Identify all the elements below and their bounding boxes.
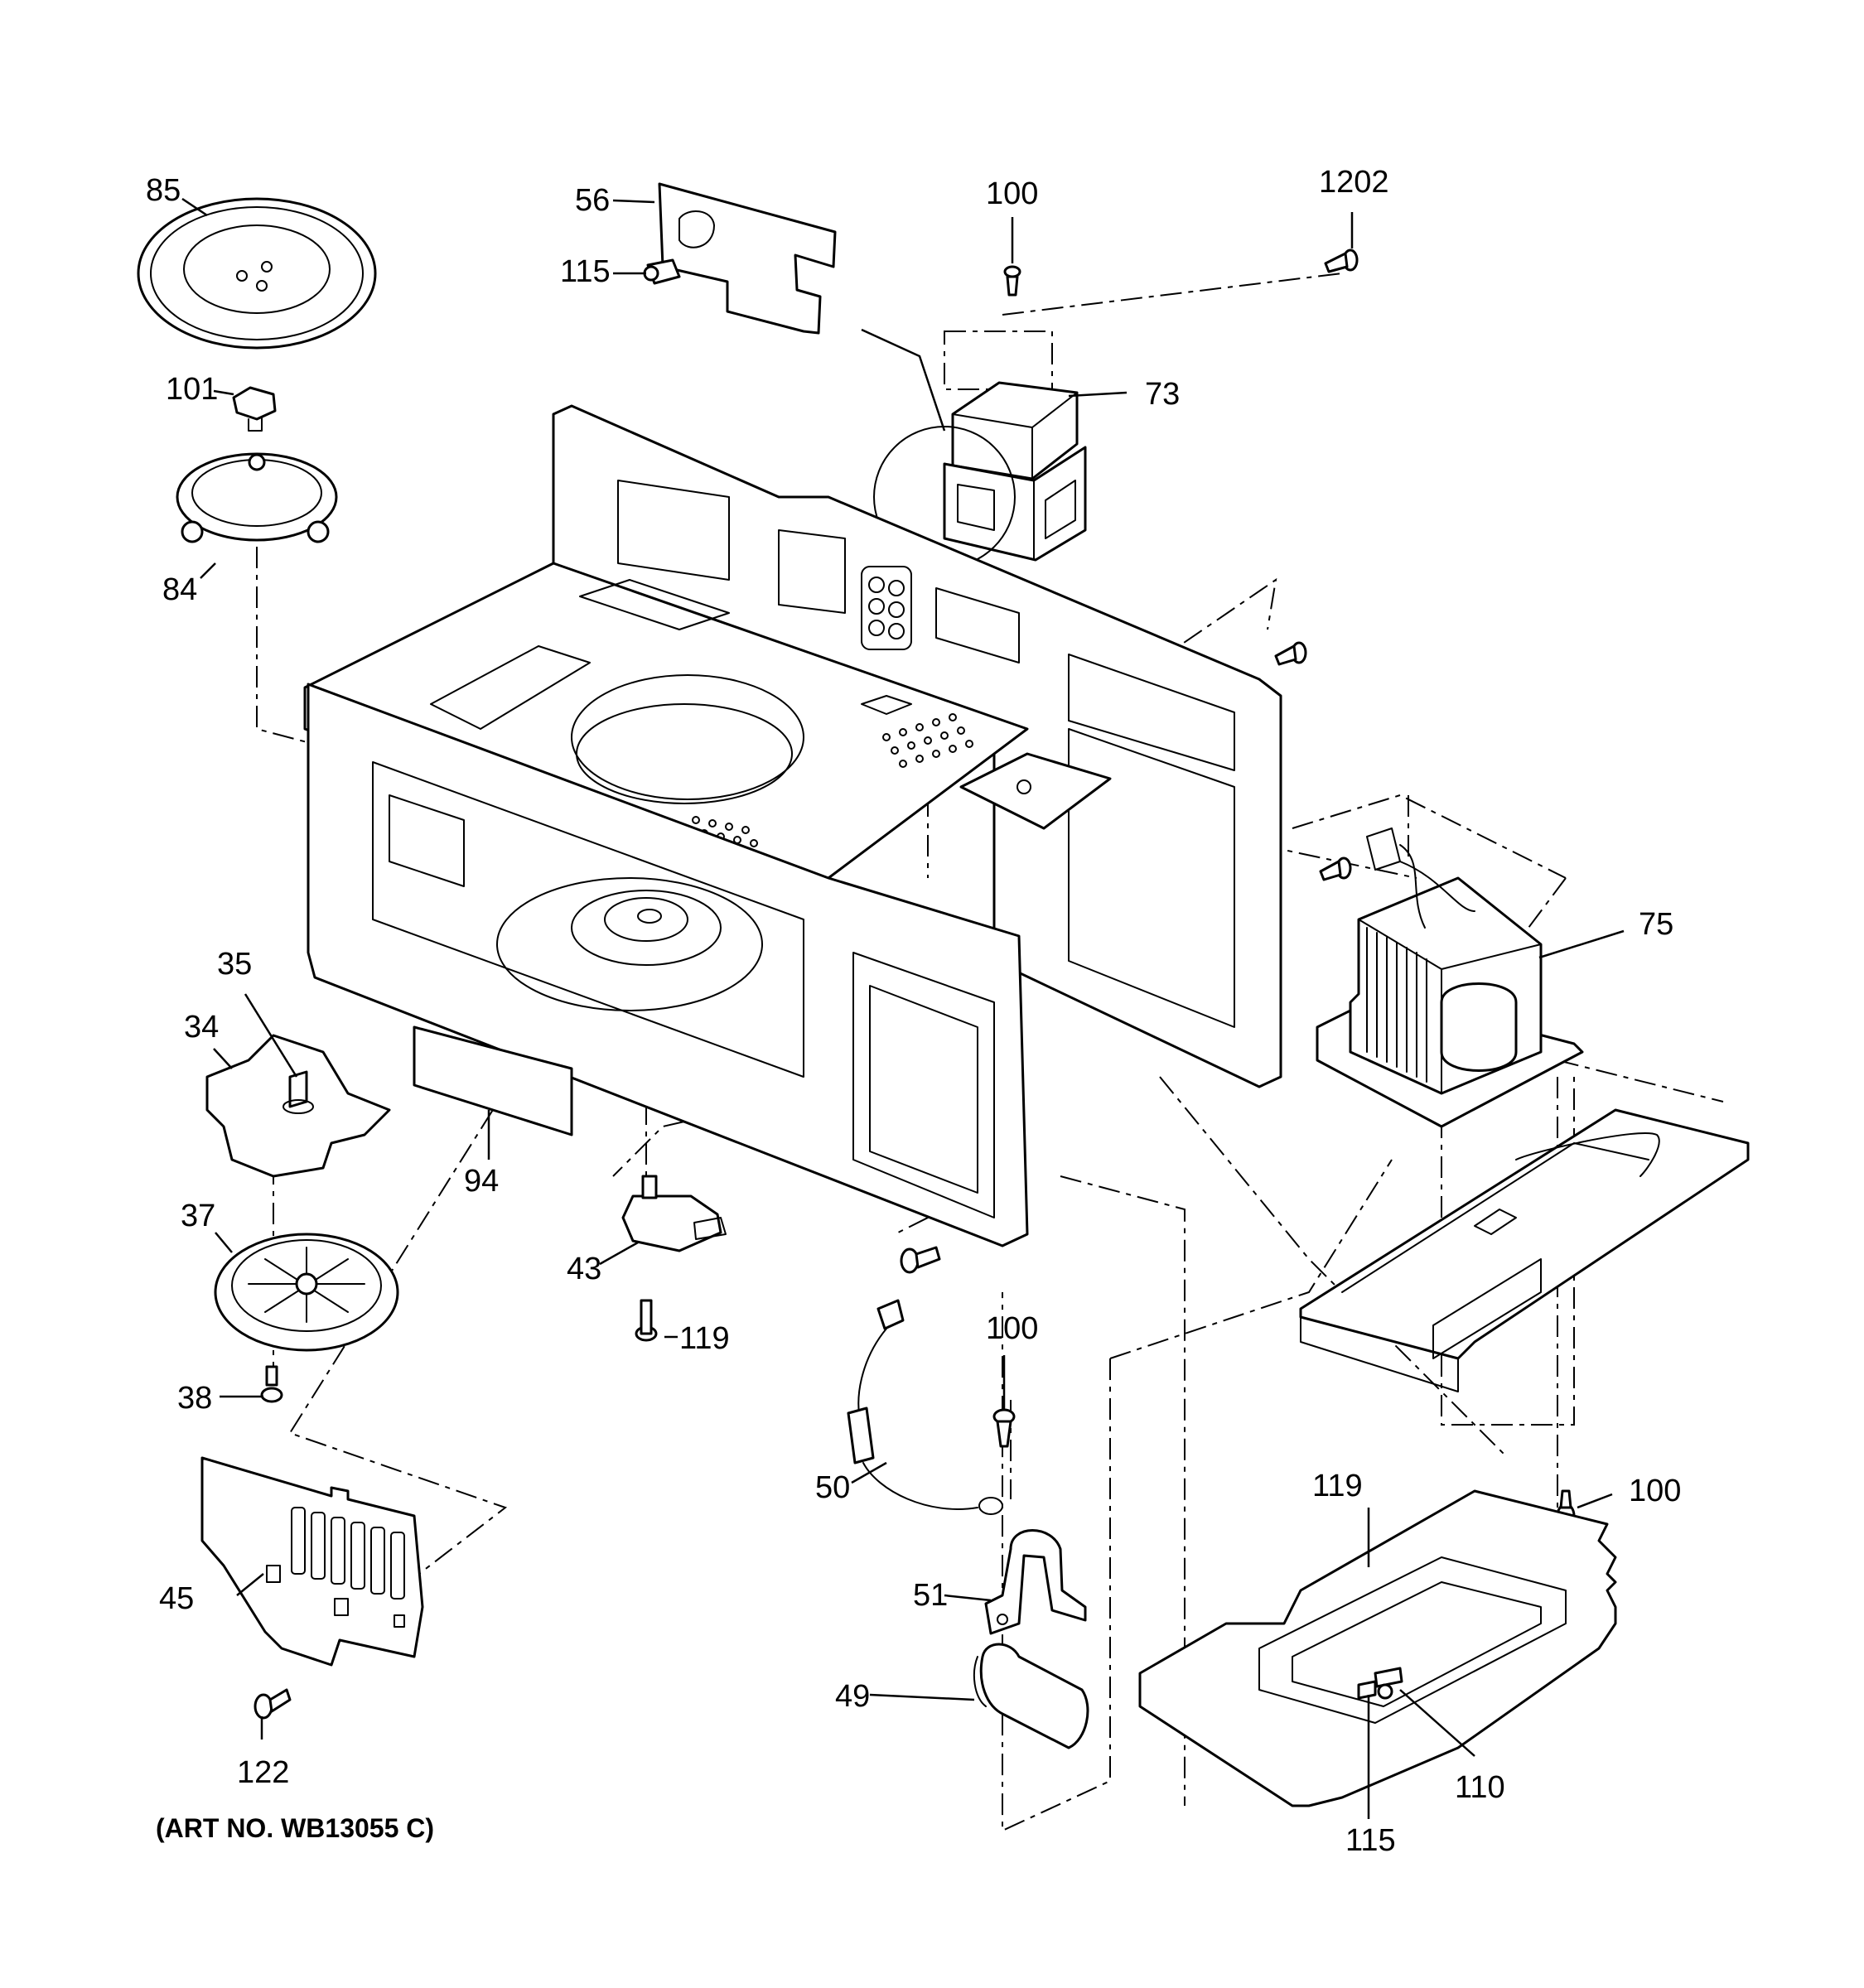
oven-cavity-cabinet — [303, 404, 1282, 1247]
turntable-motor — [621, 1175, 727, 1252]
label-101: 101 — [166, 372, 218, 407]
stirrer-fan — [214, 1233, 399, 1352]
shield-plate — [413, 1025, 573, 1136]
label-73: 73 — [1145, 377, 1180, 412]
screw-cabinet-bottom — [900, 1246, 941, 1274]
air-guide-plate — [200, 1456, 424, 1667]
label-115: 115 — [1345, 1823, 1396, 1858]
label-37: 37 — [181, 1199, 215, 1233]
label-43: 43 — [567, 1252, 601, 1286]
label-50: 50 — [815, 1470, 850, 1505]
label-122: 122 — [237, 1755, 289, 1790]
screw-38 — [260, 1365, 283, 1403]
turntable-tray — [137, 197, 377, 350]
roller-ring — [176, 452, 338, 543]
lamp — [973, 1643, 1089, 1749]
screw-122 — [254, 1688, 292, 1720]
transformer-laminations — [1366, 927, 1427, 1083]
vent-slots — [291, 1507, 405, 1600]
label-75: 75 — [1639, 907, 1673, 942]
screw-100-top — [1003, 265, 1021, 297]
wire-harness — [847, 1299, 1003, 1515]
turntable-coupler — [232, 386, 277, 432]
leader-lines — [181, 197, 1625, 1819]
label-115: 115 — [560, 254, 611, 289]
label-34: 34 — [184, 1010, 219, 1045]
label-119: 119 — [1312, 1469, 1363, 1503]
damper-base-plate — [1299, 1108, 1750, 1392]
label-1202: 1202 — [1319, 165, 1389, 200]
label-56: 56 — [575, 183, 610, 218]
label-38: 38 — [177, 1381, 212, 1416]
magnetron — [861, 328, 1087, 568]
label-100: 100 — [986, 176, 1038, 211]
label-49: 49 — [835, 1679, 870, 1714]
label-45: 45 — [159, 1581, 194, 1616]
thermostat-bracket — [643, 182, 837, 335]
art-number-caption: (ART NO. WB13055 C) — [156, 1813, 434, 1843]
lamp-bracket — [984, 1529, 1087, 1635]
bottom-plate — [1138, 1489, 1617, 1807]
screw-transformer — [1319, 856, 1352, 881]
label-51: 51 — [913, 1578, 948, 1613]
label-35: 35 — [217, 947, 252, 982]
part-labels: 85 56 115 100 1202 101 73 84 75 35 34 94… — [146, 165, 1681, 1858]
label-85: 85 — [146, 173, 181, 208]
label-100: 100 — [1629, 1474, 1681, 1508]
label-119: 119 — [679, 1321, 730, 1356]
label-100: 100 — [986, 1311, 1038, 1346]
label-94: 94 — [464, 1164, 499, 1199]
screw-119-motor — [635, 1299, 658, 1342]
hv-transformer — [1316, 828, 1584, 1128]
vent-holes-top — [882, 713, 973, 768]
stirrer-cover — [205, 1034, 391, 1178]
screw-1202 — [1324, 248, 1359, 273]
screw-cabinet-right — [1274, 641, 1307, 666]
label-110: 110 — [1455, 1770, 1505, 1805]
label-84: 84 — [162, 572, 197, 607]
